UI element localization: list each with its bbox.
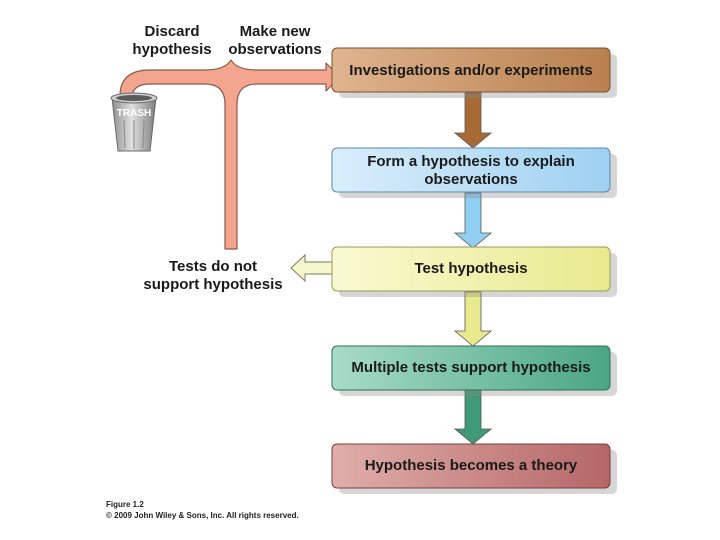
not-support-label-line1: Tests do not (169, 258, 257, 275)
make-new-label-line2: observations (228, 41, 321, 58)
down-arrow-4 (453, 389, 493, 445)
figure-caption: Figure 1.2 © 2009 John Wiley & Sons, Inc… (106, 499, 299, 521)
step-multiple-tests-label: Multiple tests support hypothesis (351, 359, 590, 376)
return-arrow (113, 59, 341, 250)
discard-label-line2: hypothesis (132, 41, 211, 58)
not-support-label: Tests do not support hypothesis (143, 258, 282, 293)
down-arrow-1 (453, 92, 493, 149)
figure-number: Figure 1.2 (106, 500, 144, 509)
step-multiple-tests: Multiple tests support hypothesis (331, 345, 617, 396)
down-arrow-3 (453, 291, 493, 347)
step-theory: Hypothesis becomes a theory (331, 443, 617, 494)
discard-label-line1: Discard (144, 23, 199, 40)
step-test-hypothesis-label: Test hypothesis (414, 260, 527, 277)
step-investigations: Investigations and/or experiments (331, 47, 617, 98)
not-support-label-line2: support hypothesis (143, 276, 282, 293)
reject-arrow (290, 253, 334, 283)
copyright-notice: © 2009 John Wiley & Sons, Inc. All right… (106, 511, 299, 520)
step-test-hypothesis: Test hypothesis (331, 246, 617, 297)
down-arrow-2 (453, 192, 493, 249)
step-form-hypothesis-line2: observations (424, 171, 517, 188)
step-form-hypothesis: Form a hypothesis to explain observation… (331, 147, 617, 198)
step-theory-label: Hypothesis becomes a theory (365, 457, 578, 474)
discard-label: Discard hypothesis (132, 23, 211, 58)
make-new-label-line1: Make new (240, 23, 311, 40)
step-investigations-label: Investigations and/or experiments (349, 62, 592, 79)
trash-label: TRASH (117, 108, 151, 119)
make-new-label: Make new observations (228, 23, 321, 58)
step-form-hypothesis-line1: Form a hypothesis to explain (367, 153, 575, 170)
trash-can-icon: TRASH (110, 92, 158, 152)
return-arrow-shaft (113, 59, 341, 250)
